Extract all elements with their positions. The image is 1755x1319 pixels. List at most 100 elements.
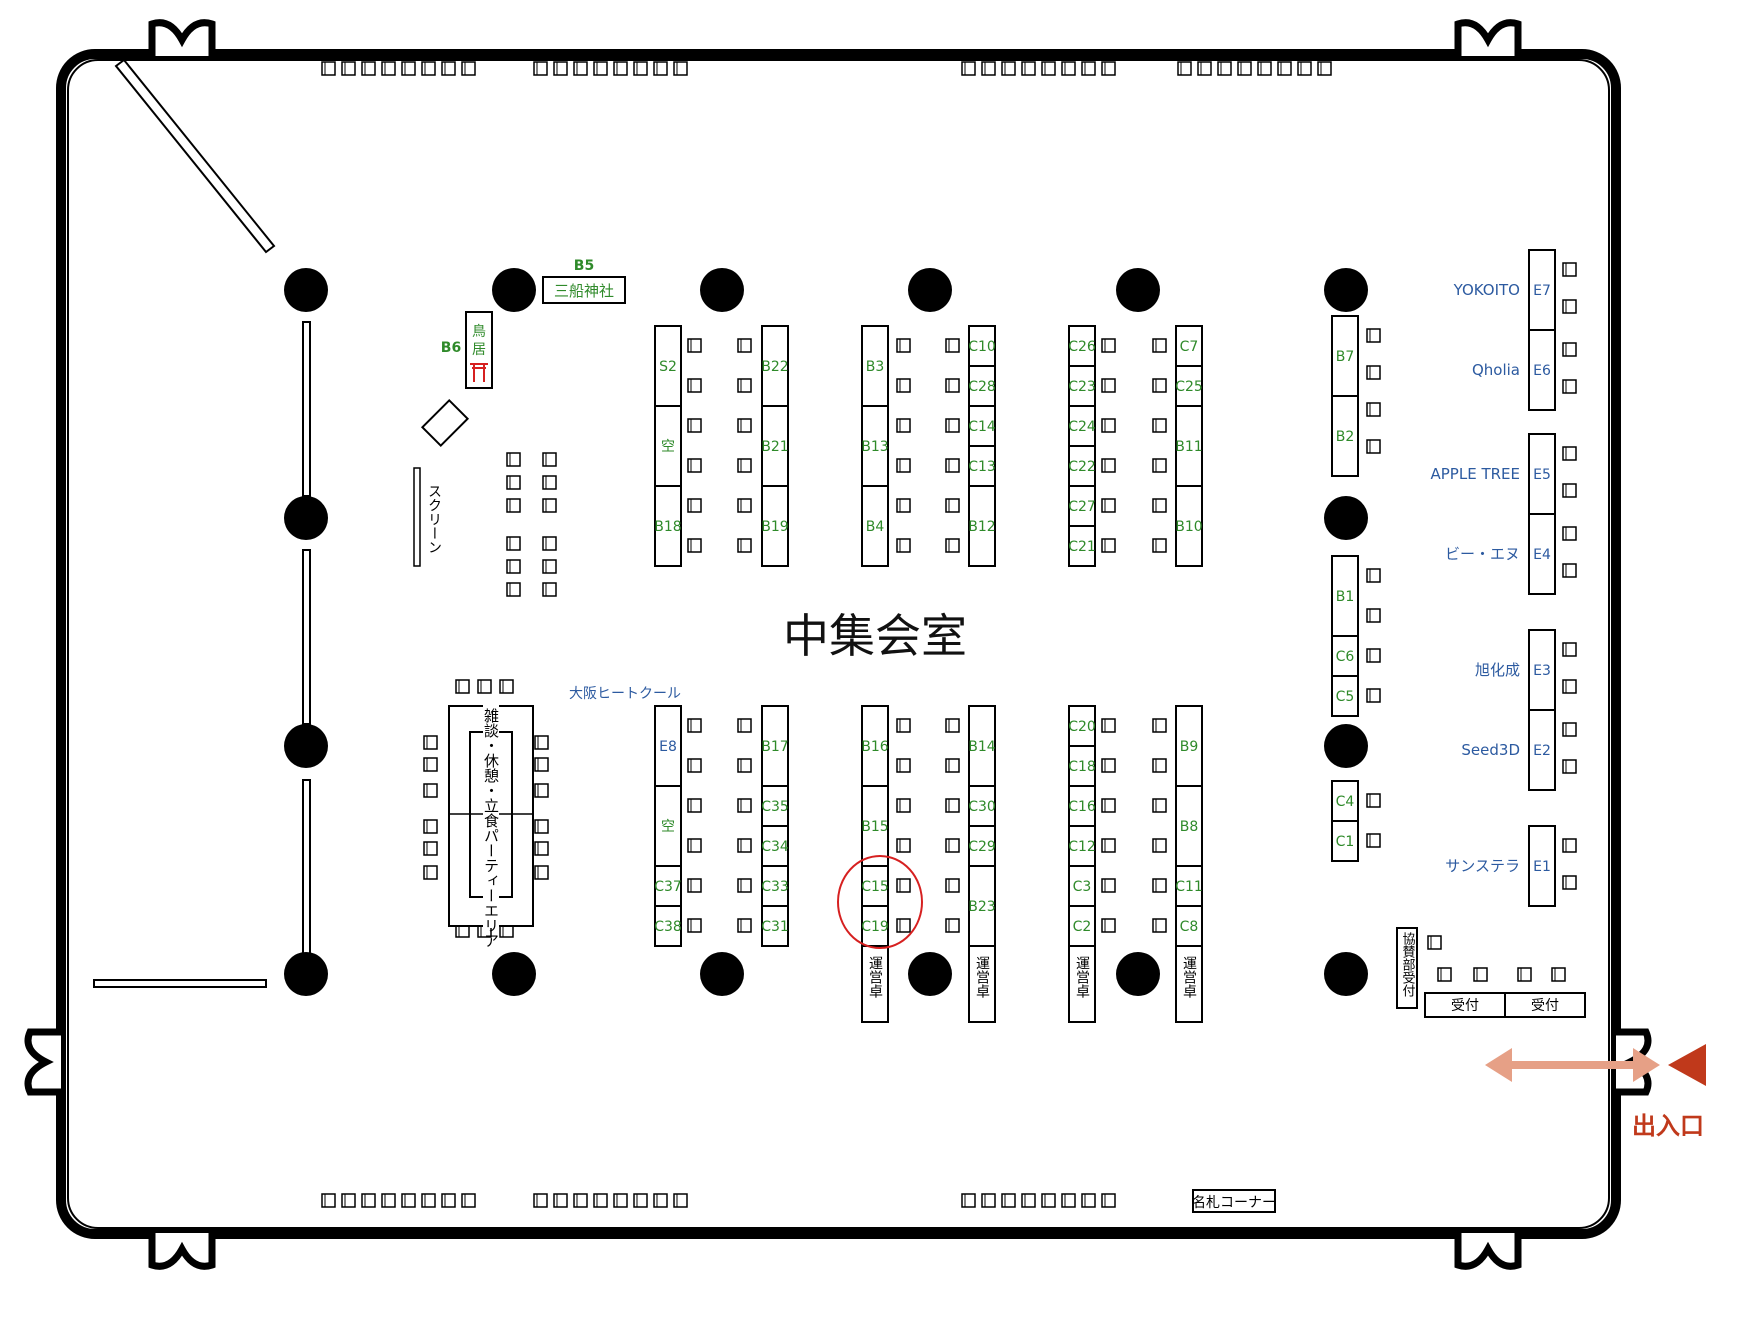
wall-chair [1081,61,1096,76]
booth-C8[interactable]: C8 [1175,905,1203,947]
chair [737,338,752,353]
booth-C22[interactable]: C22 [1068,445,1096,487]
booth-C4[interactable]: C4 [1331,780,1359,822]
booth-C25[interactable]: C25 [1175,365,1203,407]
booth-C15[interactable]: C15 [861,865,889,907]
shrine-booth[interactable]: B5 三船神社 [542,258,626,304]
sponsor-reception[interactable]: 協賛部受付 [1396,927,1418,1009]
booth-label-B19: B19 [761,519,788,535]
pillar [284,268,328,312]
booth-B16[interactable]: B16 [861,705,889,787]
booth-B21[interactable]: B21 [761,405,789,487]
booth-B7[interactable]: B7 [1331,315,1359,397]
booth-C23[interactable]: C23 [1068,365,1096,407]
booth-label-空: 空 [661,439,675,455]
wall-chair [553,61,568,76]
cluster-chair [506,475,521,490]
booth-B12[interactable]: B12 [968,485,996,567]
booth-B10[interactable]: B10 [1175,485,1203,567]
booth-C37[interactable]: C37 [654,865,682,907]
booth-C31[interactable]: C31 [761,905,789,947]
booth-C28[interactable]: C28 [968,365,996,407]
booth-C16[interactable]: C16 [1068,785,1096,827]
exhibitor-chair [1562,722,1577,737]
booth-C12[interactable]: C12 [1068,825,1096,867]
booth-S2[interactable]: S2 [654,325,682,407]
exhibitor-id: E5 [1533,467,1551,483]
booth-C3[interactable]: C3 [1068,865,1096,907]
ops-desk[interactable]: 運営卓 [861,945,889,1023]
booth-C7[interactable]: C7 [1175,325,1203,367]
chair [687,758,702,773]
booth-B3[interactable]: B3 [861,325,889,407]
booth-C35[interactable]: C35 [761,785,789,827]
booth-B17[interactable]: B17 [761,705,789,787]
nameplate-corner[interactable]: 名札コーナー [1192,1189,1276,1213]
booth-B1[interactable]: B1 [1331,555,1359,637]
booth-B22[interactable]: B22 [761,325,789,407]
booth-B18[interactable]: B18 [654,485,682,567]
booth-C38[interactable]: C38 [654,905,682,947]
torii-booth[interactable]: B6 鳥 居 [441,311,493,389]
booth-C14[interactable]: C14 [968,405,996,447]
chair [1366,568,1381,583]
booth-label-B14: B14 [968,739,996,755]
chair [1366,648,1381,663]
booth-label-C12: C12 [1068,839,1096,855]
ops-desk[interactable]: 運営卓 [968,945,996,1023]
booth-空[interactable]: 空 [654,785,682,867]
booth-C27[interactable]: C27 [1068,485,1096,527]
booth-C1[interactable]: C1 [1331,820,1359,862]
booth-C10[interactable]: C10 [968,325,996,367]
pillar [908,268,952,312]
booth-B14[interactable]: B14 [968,705,996,787]
booth-B15[interactable]: B15 [861,785,889,867]
chair [945,418,960,433]
booth-C24[interactable]: C24 [1068,405,1096,447]
ops-desk-label: 運営卓 [867,956,883,998]
wall-chair [1197,61,1212,76]
booth-B13[interactable]: B13 [861,405,889,487]
booth-E8[interactable]: E8 [654,705,682,787]
booth-C18[interactable]: C18 [1068,745,1096,787]
booth-B19[interactable]: B19 [761,485,789,567]
chair [687,418,702,433]
booth-C26[interactable]: C26 [1068,325,1096,367]
reception-desks[interactable]: 受付 受付 [1424,992,1586,1018]
booth-label-B4: B4 [866,519,885,535]
booth-B4[interactable]: B4 [861,485,889,567]
ops-desk[interactable]: 運営卓 [1068,945,1096,1023]
booth-B8[interactable]: B8 [1175,785,1203,867]
booth-C2[interactable]: C2 [1068,905,1096,947]
reception-label-1: 受付 [1451,998,1479,1014]
booth-空[interactable]: 空 [654,405,682,487]
booth-B2[interactable]: B2 [1331,395,1359,477]
wall-chair [1237,61,1252,76]
booth-C13[interactable]: C13 [968,445,996,487]
booth-label-B21: B21 [761,439,788,455]
booth-B11[interactable]: B11 [1175,405,1203,487]
ops-desk[interactable]: 運営卓 [1175,945,1203,1023]
wall-chair [673,1193,688,1208]
booth-C5[interactable]: C5 [1331,675,1359,717]
booth-C19[interactable]: C19 [861,905,889,947]
booth-C30[interactable]: C30 [968,785,996,827]
booth-C6[interactable]: C6 [1331,635,1359,677]
booth-C29[interactable]: C29 [968,825,996,867]
booth-C21[interactable]: C21 [1068,525,1096,567]
booth-C20[interactable]: C20 [1068,705,1096,747]
pillar [284,952,328,996]
booth-B23[interactable]: B23 [968,865,996,947]
booth-B9[interactable]: B9 [1175,705,1203,787]
booth-C34[interactable]: C34 [761,825,789,867]
entrance[interactable]: 出入口 [1485,1044,1706,1140]
booth-C11[interactable]: C11 [1175,865,1203,907]
booth-C33[interactable]: C33 [761,865,789,907]
